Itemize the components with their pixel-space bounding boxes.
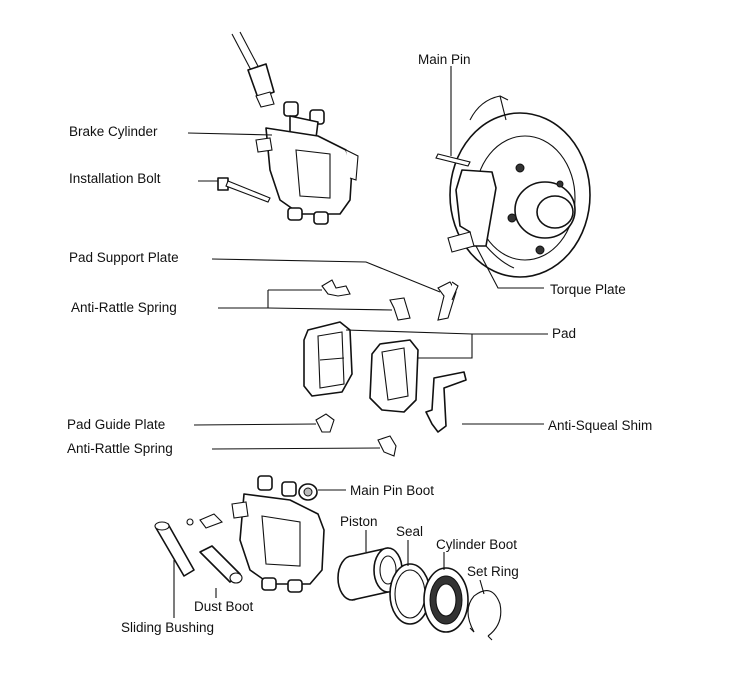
label-brake-cylinder: Brake Cylinder xyxy=(69,124,158,139)
pad-left xyxy=(303,321,353,397)
brake-hose xyxy=(231,31,275,108)
label-main-pin-boot: Main Pin Boot xyxy=(350,483,434,498)
label-pad-guide-plate: Pad Guide Plate xyxy=(67,417,165,432)
main-pin-boot-part xyxy=(298,483,318,501)
label-anti-rattle-spring-top: Anti-Rattle Spring xyxy=(71,300,177,315)
sliding-bushing-part xyxy=(154,521,195,577)
label-installation-bolt: Installation Bolt xyxy=(69,171,161,186)
label-piston: Piston xyxy=(340,514,378,529)
anti-rattle-spring-bottom-part xyxy=(377,435,397,457)
label-sliding-bushing: Sliding Bushing xyxy=(121,620,214,635)
dust-boot-part xyxy=(199,545,243,584)
hub-torque-plate-assembly xyxy=(435,95,591,278)
set-ring-part xyxy=(467,590,502,641)
caliper-lower xyxy=(231,475,325,593)
label-pad: Pad xyxy=(552,326,576,341)
label-set-ring: Set Ring xyxy=(467,564,519,579)
label-main-pin: Main Pin xyxy=(418,52,471,67)
label-pad-support-plate: Pad Support Plate xyxy=(69,250,179,265)
pad-guide-plate-part xyxy=(315,413,335,433)
seal-part xyxy=(389,563,431,625)
cylinder-boot-part xyxy=(423,567,469,633)
label-anti-squeal-shim: Anti-Squeal Shim xyxy=(548,418,652,433)
pad-support-plate-part xyxy=(437,281,459,321)
brake-cylinder-caliper-upper xyxy=(255,101,359,225)
pad-right xyxy=(369,339,419,413)
bleeder-parts xyxy=(186,513,223,529)
installation-bolt xyxy=(217,177,271,203)
label-anti-rattle-spring-bottom: Anti-Rattle Spring xyxy=(67,441,173,456)
label-cylinder-boot: Cylinder Boot xyxy=(436,537,517,552)
anti-rattle-spring-top-parts xyxy=(321,279,411,321)
leader-lines xyxy=(173,66,548,618)
anti-squeal-shim-part xyxy=(425,371,467,433)
piston-part xyxy=(337,547,403,601)
label-seal: Seal xyxy=(396,524,423,539)
label-torque-plate: Torque Plate xyxy=(550,282,626,297)
label-dust-boot: Dust Boot xyxy=(194,599,254,614)
